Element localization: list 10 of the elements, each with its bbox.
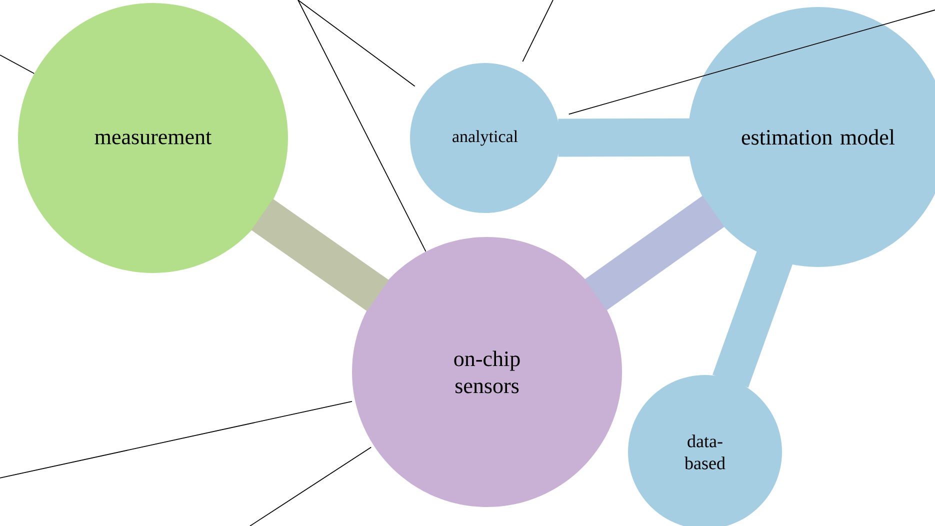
leader-line bbox=[250, 446, 372, 526]
leader-line bbox=[298, 0, 426, 252]
leader-line bbox=[298, 0, 416, 87]
leader-line bbox=[0, 54, 35, 74]
connector-band bbox=[584, 196, 724, 310]
connector-band bbox=[712, 251, 793, 388]
leader-line bbox=[0, 400, 352, 478]
leader-line bbox=[568, 10, 935, 115]
leader-line bbox=[522, 0, 554, 62]
connector-band bbox=[251, 198, 389, 312]
